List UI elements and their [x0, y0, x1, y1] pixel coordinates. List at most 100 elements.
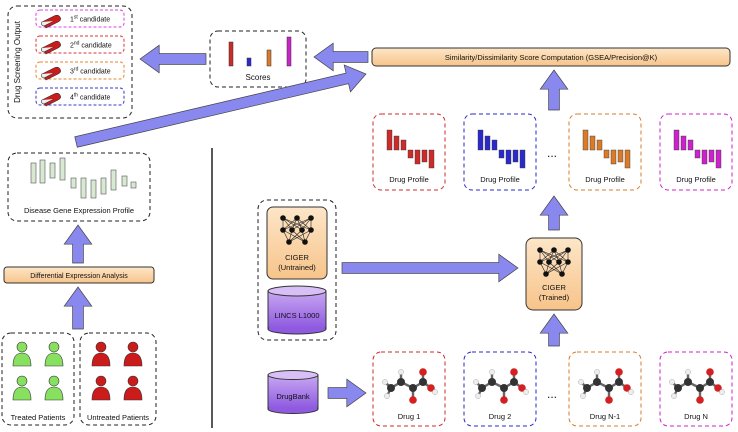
flow-arrow [327, 378, 367, 408]
scores-panel: Scores [209, 30, 307, 88]
drugbank-label: DrugBank [276, 392, 310, 401]
dea-label: Differential Expression Analysis [30, 273, 128, 280]
lincs-database-icon [267, 285, 327, 335]
expression-bar [80, 177, 87, 199]
candidate-row: 4th candidate [35, 87, 125, 107]
drug-card: Drug N-1 [568, 351, 642, 427]
patient-icon [44, 341, 64, 367]
drug-profile-label: Drug Profile [676, 175, 716, 184]
drug-card: Drug 1 [372, 351, 446, 427]
ciger-untrained-state: (Untrained) [278, 263, 316, 272]
profile-bar [519, 149, 526, 169]
expression-bar [90, 179, 97, 199]
neural-network-icon [280, 215, 314, 245]
profile-bar [596, 139, 603, 151]
profile-bar [407, 149, 414, 159]
profile-bar [393, 135, 400, 151]
candidate-label: 3rd candidate [70, 67, 111, 76]
patient-icon [91, 375, 111, 401]
expression-bar [59, 157, 66, 181]
flow-arrow [313, 42, 369, 72]
flow-arrow [539, 195, 569, 231]
drug-pill-icon [41, 40, 61, 55]
untreated-patients-panel: Untreated Patients [79, 332, 157, 426]
profile-bar [491, 139, 498, 151]
flow-arrow [139, 44, 207, 74]
scores-label: Scores [246, 73, 271, 82]
score-bar [246, 57, 252, 67]
patient-icon [12, 341, 32, 367]
drug-ellipsis: ... [547, 387, 557, 401]
patient-icon [123, 375, 143, 401]
flow-arrow [341, 253, 519, 283]
expression-bar [70, 177, 77, 189]
profile-bar [701, 149, 708, 165]
neural-network-icon [537, 247, 571, 277]
molecule-icon [669, 368, 725, 404]
similarity-label: Similarity/Dissimilarity Score Computati… [445, 53, 658, 62]
untreated-label: Untreated Patients [87, 413, 149, 422]
drug-label: Drug 1 [398, 412, 421, 421]
profile-bar [498, 149, 505, 159]
molecule-icon [578, 368, 634, 404]
candidate-label: 2nd candidate [70, 41, 112, 50]
dea-box: Differential Expression Analysis [3, 266, 155, 284]
molecule-icon [382, 368, 438, 404]
profile-bar [421, 149, 428, 163]
patient-icon [44, 375, 64, 401]
expression-bar [39, 159, 46, 184]
drug-profile-label: Drug Profile [585, 175, 625, 184]
profile-bar [414, 149, 421, 165]
profile-bar [687, 139, 694, 151]
patient-icon [91, 341, 111, 367]
flow-arrow [74, 64, 367, 148]
screening-output-title: Drug Screening Output [13, 20, 22, 103]
treated-label: Treated Patients [11, 413, 66, 422]
profile-bar [582, 129, 589, 151]
drug-card: Drug 2 [463, 351, 537, 427]
profile-bar [505, 149, 512, 165]
drug-profile-card: Drug Profile [463, 113, 537, 191]
score-bar [228, 41, 234, 67]
lincs-label: LINCS L1000 [274, 311, 319, 320]
treated-patients-panel: Treated Patients [1, 332, 75, 426]
drug-label: Drug N-1 [590, 412, 620, 421]
drug-profile-card: Drug Profile [372, 113, 446, 191]
candidate-row: 3rd candidate [35, 61, 125, 81]
molecule-icon [473, 368, 529, 404]
drug-profile-label: Drug Profile [480, 175, 520, 184]
candidate-label: 1st candidate [70, 15, 110, 24]
expression-bar [121, 175, 128, 187]
expression-bar [110, 169, 117, 191]
profile-bar [603, 149, 610, 159]
profile-bar [673, 129, 680, 151]
drugbank-database-icon: DrugBank [267, 370, 319, 414]
ciger-trained-box: CIGER (Trained) [525, 237, 583, 311]
profile-bar [624, 149, 631, 169]
profile-bar [589, 135, 596, 151]
profile-ellipsis: ... [547, 146, 557, 160]
patient-icon [12, 375, 32, 401]
expression-bar [130, 181, 137, 189]
profile-bar [512, 149, 519, 163]
expression-bar [30, 162, 37, 184]
drug-label: Drug 2 [489, 412, 512, 421]
ciger-untrained-name: CIGER [285, 253, 309, 262]
disease-profile-panel: Disease Gene Expression Profile [7, 152, 151, 222]
drug-profile-card: Drug Profile [568, 113, 642, 191]
flow-arrow [539, 69, 569, 111]
profile-bar [477, 129, 484, 151]
profile-bar [610, 149, 617, 165]
drug-pill-icon [41, 92, 61, 107]
score-bar [266, 49, 272, 67]
screening-output-panel: Drug Screening Output 1st candidate 2nd c… [7, 5, 133, 119]
profile-bar [484, 135, 491, 151]
profile-bar [680, 135, 687, 151]
profile-bar [386, 129, 393, 151]
profile-bar [400, 139, 407, 151]
profile-bar [428, 149, 435, 169]
flow-arrow [63, 224, 93, 264]
candidate-row: 1st candidate [35, 9, 125, 29]
drug-label: Drug N [684, 412, 708, 421]
